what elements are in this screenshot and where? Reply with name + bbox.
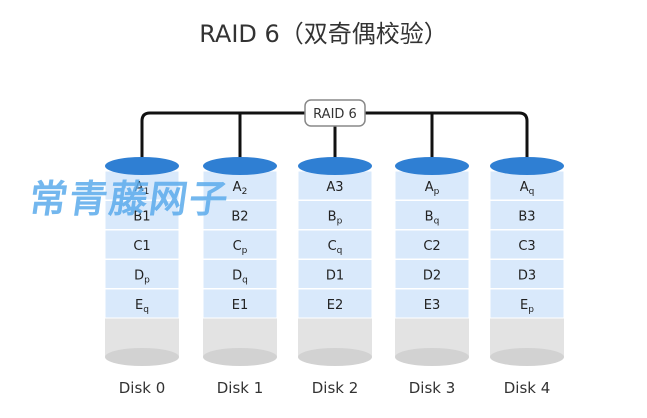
data-block	[202, 288, 278, 319]
data-block	[489, 288, 565, 319]
data-block-label: D3	[518, 268, 536, 283]
data-block	[297, 288, 373, 319]
data-block-label: C3	[518, 239, 535, 254]
data-block-label: B2	[231, 209, 248, 224]
disk-bottom	[298, 348, 372, 366]
disk-bottom	[105, 348, 179, 366]
data-block	[297, 170, 373, 201]
disk-top-cap	[298, 157, 372, 175]
disk-bottom	[203, 348, 277, 366]
data-block-label: E1	[232, 298, 249, 313]
data-block-label: Ap	[425, 180, 440, 197]
data-block-label: A3	[326, 180, 343, 195]
data-block	[489, 259, 565, 289]
data-block	[202, 259, 278, 289]
data-block-label: C1	[133, 239, 150, 254]
data-block-label: D2	[423, 268, 441, 283]
data-block-label: D1	[326, 268, 344, 283]
data-block	[202, 170, 278, 201]
data-block-label: B3	[518, 209, 535, 224]
data-block	[394, 229, 470, 260]
data-block-label: B1	[133, 209, 150, 224]
data-block	[489, 229, 565, 260]
watermark: 常青藤网子	[26, 177, 233, 221]
data-block-label: Cq	[328, 239, 343, 256]
data-block-label: A2	[233, 180, 248, 197]
raid-controller-box	[304, 99, 366, 127]
data-block-label: Dq	[232, 268, 248, 285]
data-block-label: E3	[424, 298, 441, 313]
disk-label: Disk 0	[119, 379, 166, 397]
raid-controller: RAID 6	[304, 99, 366, 127]
disk-bottom	[395, 348, 469, 366]
data-block	[297, 229, 373, 260]
data-block-label: Aq	[520, 180, 535, 197]
data-block-label: Bp	[328, 209, 343, 226]
data-block	[394, 259, 470, 289]
data-block	[489, 200, 565, 230]
diagram-title: RAID 6（双奇偶校验）	[199, 20, 448, 48]
wire-disk-4	[365, 111, 529, 166]
data-block	[104, 259, 180, 289]
data-block-label: Ep	[520, 298, 534, 315]
data-block	[104, 229, 180, 260]
data-block	[394, 288, 470, 319]
data-block-label: Eq	[135, 298, 149, 315]
disk-label: Disk 3	[409, 379, 456, 397]
data-block	[104, 288, 180, 319]
data-block	[297, 200, 373, 230]
data-block-label: C2	[423, 239, 440, 254]
data-block-label: Bq	[425, 209, 440, 226]
data-block	[394, 200, 470, 230]
data-block-label: Cp	[233, 239, 248, 256]
disk-top-cap	[395, 157, 469, 175]
data-block-label: E2	[327, 298, 344, 313]
raid-controller-label: RAID 6	[313, 107, 357, 122]
disk-top-cap	[105, 157, 179, 175]
disk-label: Disk 4	[504, 379, 551, 397]
data-block-label: A1	[135, 180, 150, 197]
data-block	[202, 229, 278, 260]
data-block	[202, 200, 278, 230]
disk-label: Disk 1	[217, 379, 264, 397]
disk-top-cap	[203, 157, 277, 175]
disk-bottom	[490, 348, 564, 366]
wire-disk-0	[140, 111, 305, 166]
disk-label: Disk 2	[312, 379, 359, 397]
controller-wires	[140, 111, 529, 166]
data-block-label: Dp	[134, 268, 150, 285]
disk-top-cap	[490, 157, 564, 175]
